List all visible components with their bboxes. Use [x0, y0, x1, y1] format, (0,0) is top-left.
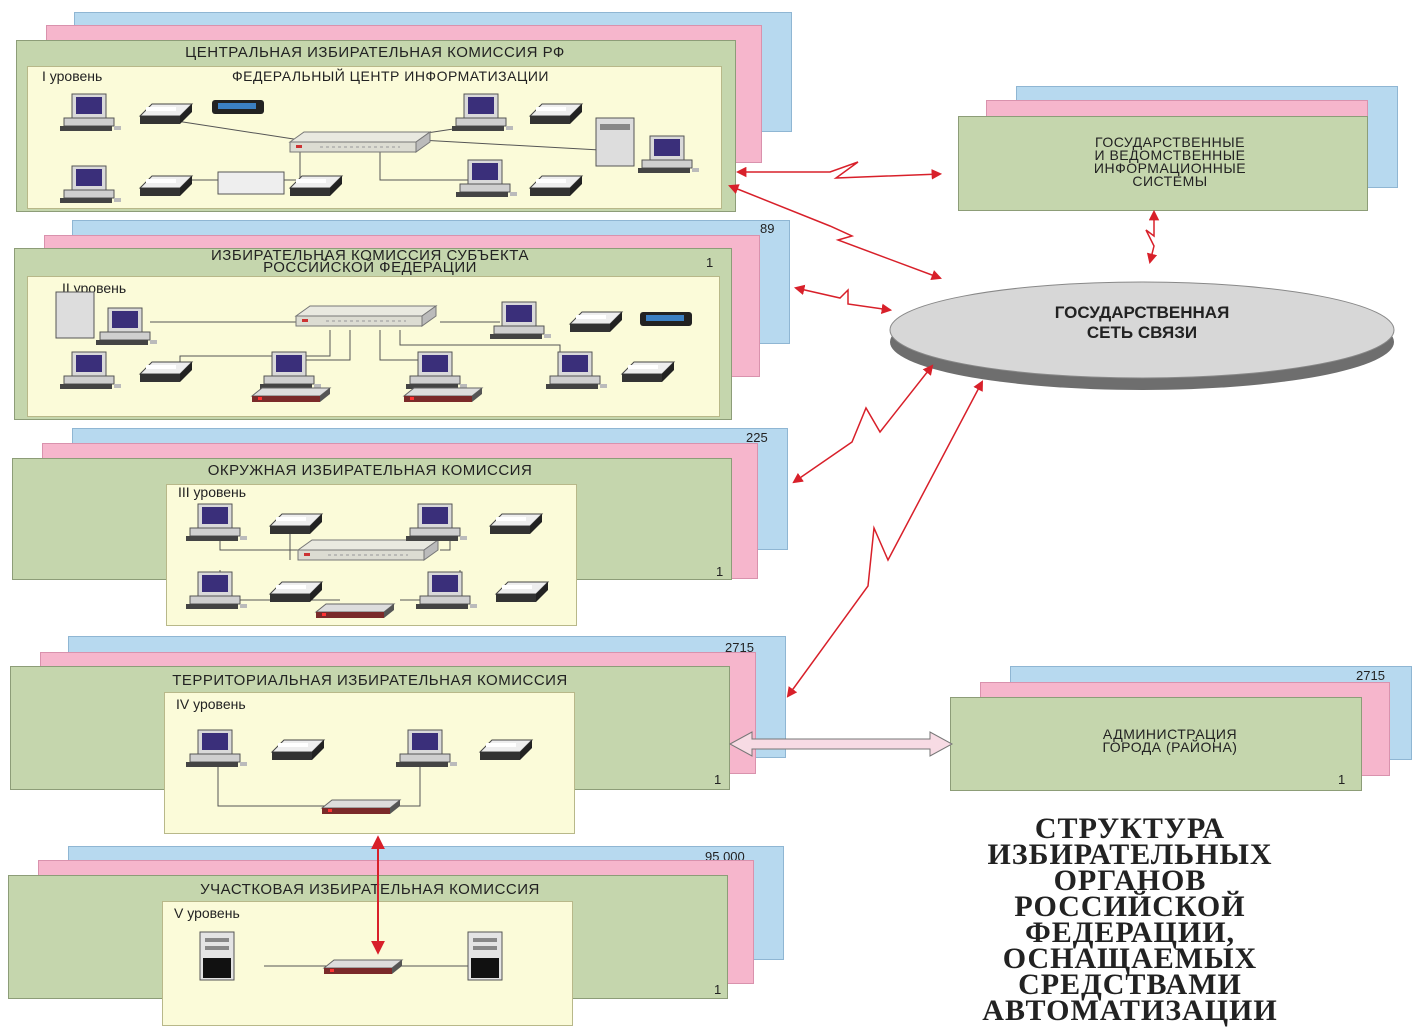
level2-title-line2: РОССИЙСКОЙ ФЕДЕРАЦИИ [263, 259, 477, 276]
caption-line6: ОСНАЩАЕМЫХ [1002, 942, 1258, 975]
gov-systems-line1: ГОСУДАРСТВЕННЫЕ [1095, 134, 1245, 150]
level4-label: IV уровень [176, 696, 246, 712]
caption-line3: ОРГАНОВ [1053, 864, 1207, 897]
administration-count: 2715 [1356, 668, 1385, 683]
level4-title: ТЕРРИТОРИАЛЬНАЯ ИЗБИРАТЕЛЬНАЯ КОМИССИЯ [172, 672, 568, 689]
level1-label: I уровень [42, 68, 103, 84]
level5-label: V уровень [174, 905, 240, 921]
gov-systems-line2: И ВЕДОМСТВЕННЫЕ [1094, 147, 1246, 163]
level2-title: ИЗБИРАТЕЛЬНАЯ КОМИССИЯ СУБЪЕКТА [211, 247, 529, 264]
gov-systems-line4: СИСТЕМЫ [1132, 173, 1208, 189]
caption-line4: РОССИЙСКОЙ [1014, 890, 1246, 923]
level5-front-number: 1 [714, 982, 722, 997]
level3-label: III уровень [178, 484, 247, 500]
gov-systems-line3: ИНФОРМАЦИОННЫЕ [1093, 160, 1247, 176]
administration-front-number: 1 [1338, 772, 1346, 787]
administration-line1: АДМИНИСТРАЦИЯ [1102, 726, 1238, 742]
level5-title: УЧАСТКОВАЯ ИЗБИРАТЕЛЬНАЯ КОМИССИЯ [200, 881, 540, 898]
caption-line5: ФЕДЕРАЦИИ, [1024, 916, 1236, 949]
level3-front-number: 1 [716, 564, 724, 579]
network-label-line2: СЕТЬ СВЯЗИ [1087, 323, 1197, 342]
level4-front-number: 1 [714, 772, 722, 787]
caption-line8: АВТОМАТИЗАЦИИ [982, 994, 1278, 1027]
caption-line2: ИЗБИРАТЕЛЬНЫХ [987, 838, 1273, 871]
administration-line2: ГОРОДА (РАЙОНА) [1102, 739, 1238, 755]
level1-title: ЦЕНТРАЛЬНАЯ ИЗБИРАТЕЛЬНАЯ КОМИССИЯ РФ [185, 44, 565, 61]
caption-line1: СТРУКТУРА [1034, 812, 1226, 845]
level2-front-number: 1 [706, 255, 714, 270]
level1-subtitle: ФЕДЕРАЛЬНЫЙ ЦЕНТР ИНФОРМАТИЗАЦИИ [232, 68, 549, 84]
level3-title: ОКРУЖНАЯ ИЗБИРАТЕЛЬНАЯ КОМИССИЯ [207, 462, 533, 479]
network-label-line1: ГОСУДАРСТВЕННАЯ [1055, 303, 1230, 322]
caption: СТРУКТУРА ИЗБИРАТЕЛЬНЫХ ОРГАНОВ РОССИЙСК… [880, 812, 1380, 1027]
caption-line7: СРЕДСТВАМИ [1018, 968, 1242, 1001]
level4-count: 2715 [725, 640, 754, 655]
level3-count: 225 [746, 430, 768, 445]
